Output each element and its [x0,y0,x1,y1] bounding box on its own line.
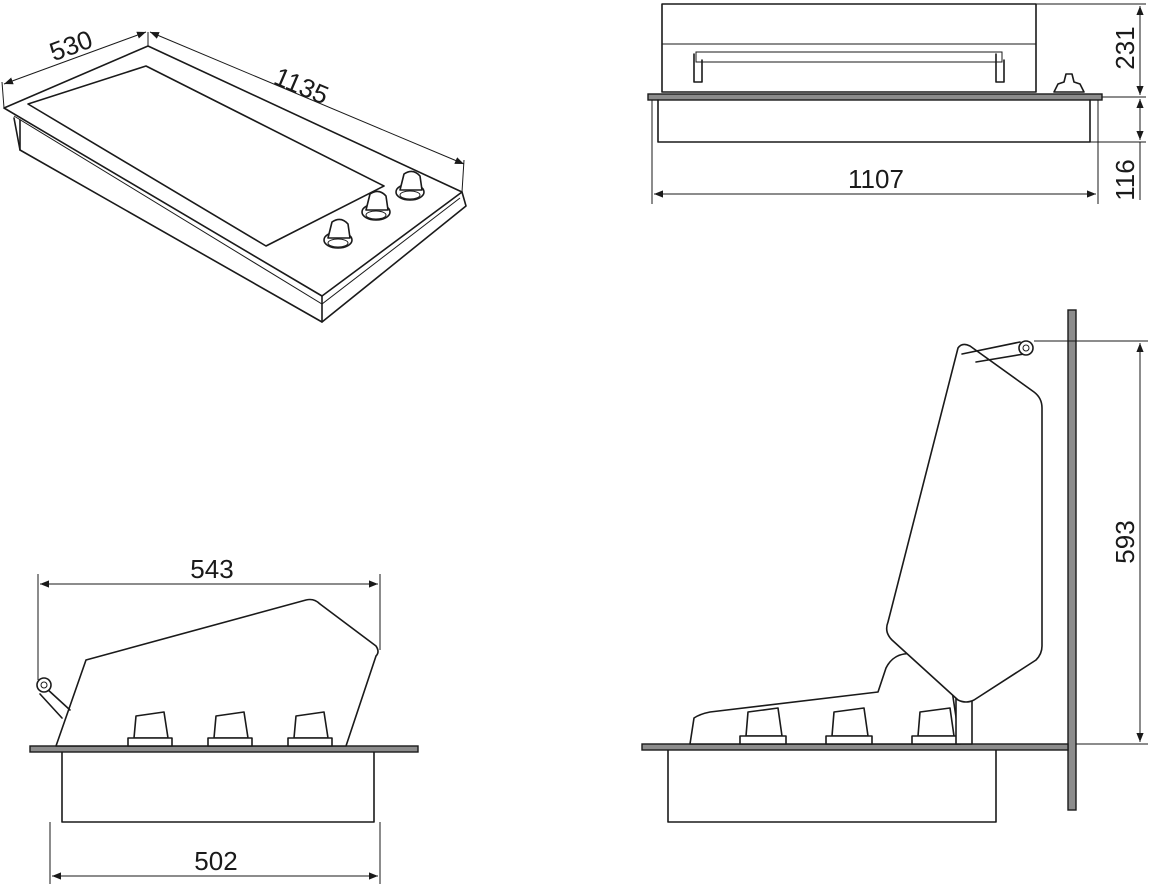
dim-label-593: 593 [1110,520,1140,563]
isometric-view: 530 1135 [1,24,467,323]
side-view-closed: 543 502 [29,554,419,884]
iso-knob-2 [361,190,391,221]
side-knob-2 [207,711,253,747]
side-knob-3 [287,711,333,747]
open-knob-2 [825,707,873,745]
dim-label-543: 543 [190,554,233,584]
dim-label-231: 231 [1110,26,1140,69]
front-view: 1107 231 116 [647,3,1146,204]
side-view-open: 593 [641,309,1148,823]
dim-label-530: 530 [45,24,96,67]
open-knob-1 [739,707,787,745]
iso-knob-3 [395,170,425,201]
iso-knob-1 [323,218,353,249]
dim-label-1135: 1135 [270,61,333,110]
dim-label-116: 116 [1110,159,1140,200]
dim-label-1107: 1107 [848,164,904,194]
side-knob-1 [127,711,173,747]
dim-label-502: 502 [194,846,237,876]
